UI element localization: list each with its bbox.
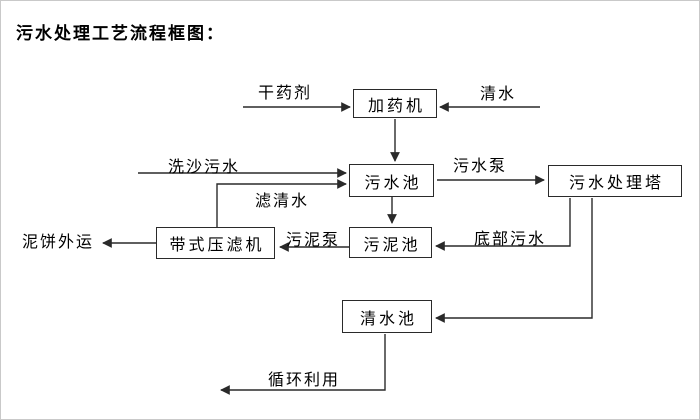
edge-label-filtered-water: 滤清水 xyxy=(254,193,310,210)
node-belt-filter-press: 带式压滤机 xyxy=(156,227,275,259)
edge-label-bottom-sewage: 底部污水 xyxy=(473,231,547,248)
edge-label-sewage-pump: 污水泵 xyxy=(452,158,508,175)
page-title: 污水处理工艺流程框图： xyxy=(16,24,225,43)
node-clean-water-pool: 清水池 xyxy=(342,300,432,333)
node-dosing-machine: 加药机 xyxy=(353,89,437,118)
node-sludge-pool: 污泥池 xyxy=(349,227,432,258)
arrow-tower-to-clean-pool xyxy=(435,198,593,323)
node-sewage-pool: 污水池 xyxy=(349,164,434,197)
edge-label-clean-water: 清水 xyxy=(479,86,517,103)
edge-label-mud-cake-out: 泥饼外运 xyxy=(21,234,95,251)
node-treatment-tower: 污水处理塔 xyxy=(548,165,682,197)
arrow-recycle-use xyxy=(220,334,386,395)
arrow-bottom-sewage xyxy=(435,198,571,251)
edge-label-recycle-use: 循环利用 xyxy=(267,372,341,389)
arrow-filtered-water xyxy=(216,179,347,227)
edge-label-sand-washing-sewage: 洗沙污水 xyxy=(167,159,241,176)
edge-label-sludge-pump: 污泥泵 xyxy=(285,232,341,249)
edge-label-dry-agent: 干药剂 xyxy=(257,85,313,102)
